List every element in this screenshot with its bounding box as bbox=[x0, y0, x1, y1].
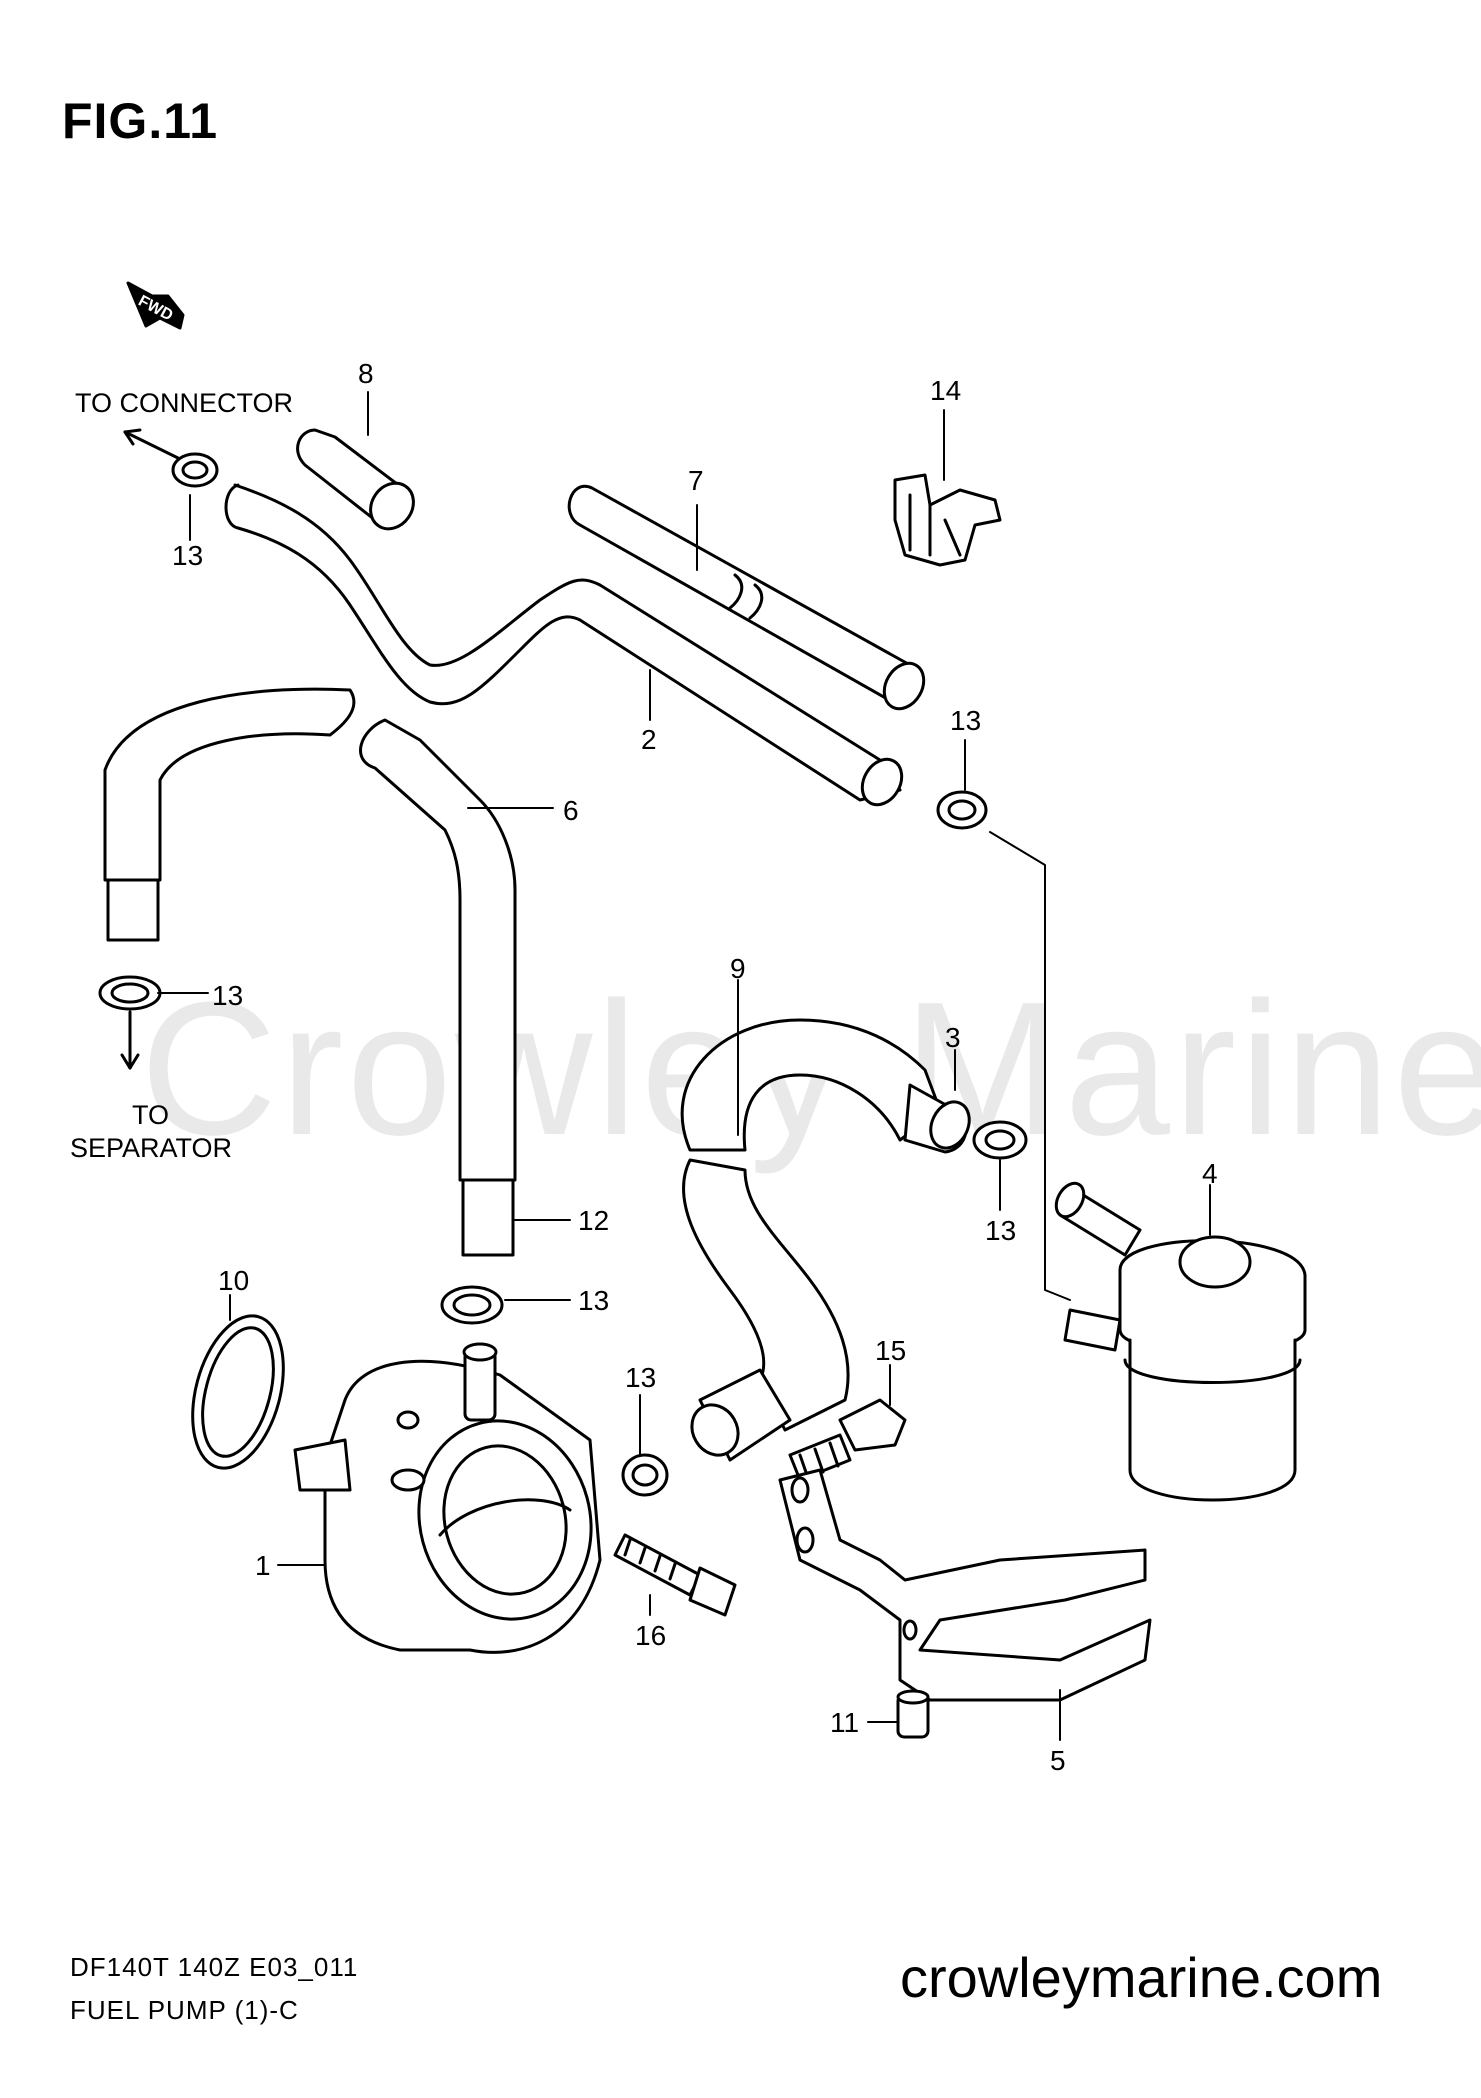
callout-12: 12 bbox=[578, 1205, 610, 1236]
part-13-clamp bbox=[621, 1453, 669, 1497]
diagram-name: FUEL PUMP (1)-C bbox=[70, 1995, 299, 2025]
figure-title: FIG.11 bbox=[62, 93, 219, 149]
part-4-filter bbox=[1054, 1181, 1307, 1502]
fwd-arrow-icon bbox=[126, 281, 185, 330]
to-separator-note-line2: SEPARATOR bbox=[70, 1133, 233, 1163]
part-10-oring bbox=[191, 1314, 285, 1470]
callout-6: 6 bbox=[563, 795, 579, 826]
to-separator-note-line1: TO bbox=[132, 1100, 170, 1130]
part-9-hose bbox=[680, 1018, 942, 1462]
part-5-bracket bbox=[778, 1468, 1152, 1702]
part-3-hose bbox=[903, 1083, 971, 1154]
callout-1: 1 bbox=[255, 1550, 271, 1581]
callout-7: 7 bbox=[688, 465, 704, 496]
part-15-bolt bbox=[788, 1398, 907, 1482]
callout-13-d: 13 bbox=[985, 1215, 1017, 1246]
callout-4: 4 bbox=[1202, 1158, 1218, 1189]
callout-13-a: 13 bbox=[172, 540, 204, 571]
to-connector-arrow-icon bbox=[123, 428, 180, 460]
part-11-collar bbox=[896, 1689, 930, 1739]
connection-line bbox=[989, 831, 1071, 1301]
callout-10: 10 bbox=[218, 1265, 250, 1296]
callout-13-f: 13 bbox=[625, 1362, 657, 1393]
part-2-hose bbox=[224, 483, 904, 807]
part-7-hose bbox=[567, 484, 926, 711]
part-13-clamp bbox=[440, 1285, 504, 1325]
callout-15: 15 bbox=[875, 1335, 907, 1366]
callout-2: 2 bbox=[641, 724, 657, 755]
site-url[interactable]: crowleymarine.com bbox=[900, 1946, 1383, 2009]
part-13-clamp bbox=[936, 790, 988, 830]
part-13-clamp bbox=[171, 452, 219, 488]
callout-13-c: 13 bbox=[212, 980, 244, 1011]
part-16-bolt bbox=[613, 1533, 737, 1617]
callout-14: 14 bbox=[930, 375, 962, 406]
callout-11: 11 bbox=[830, 1707, 860, 1738]
callout-8: 8 bbox=[358, 358, 374, 389]
part-8-hose bbox=[296, 428, 415, 531]
to-connector-note: TO CONNECTOR bbox=[75, 388, 294, 418]
callout-5: 5 bbox=[1050, 1745, 1066, 1776]
part-1-fuel-pump bbox=[293, 1342, 602, 1654]
part-6-hose bbox=[103, 687, 517, 1257]
callout-13-e: 13 bbox=[578, 1285, 610, 1316]
callout-16: 16 bbox=[635, 1620, 667, 1651]
callout-13-b: 13 bbox=[950, 705, 982, 736]
callout-3: 3 bbox=[945, 1022, 961, 1053]
to-separator-arrow-icon bbox=[120, 1010, 140, 1070]
diagram-code: DF140T 140Z E03_011 bbox=[70, 1952, 359, 1982]
part-13-clamp bbox=[972, 1120, 1028, 1160]
leader-lines bbox=[157, 391, 1211, 1741]
callout-9: 9 bbox=[730, 953, 746, 984]
part-14-clip bbox=[893, 473, 1002, 567]
part-13-clamp bbox=[98, 975, 162, 1011]
